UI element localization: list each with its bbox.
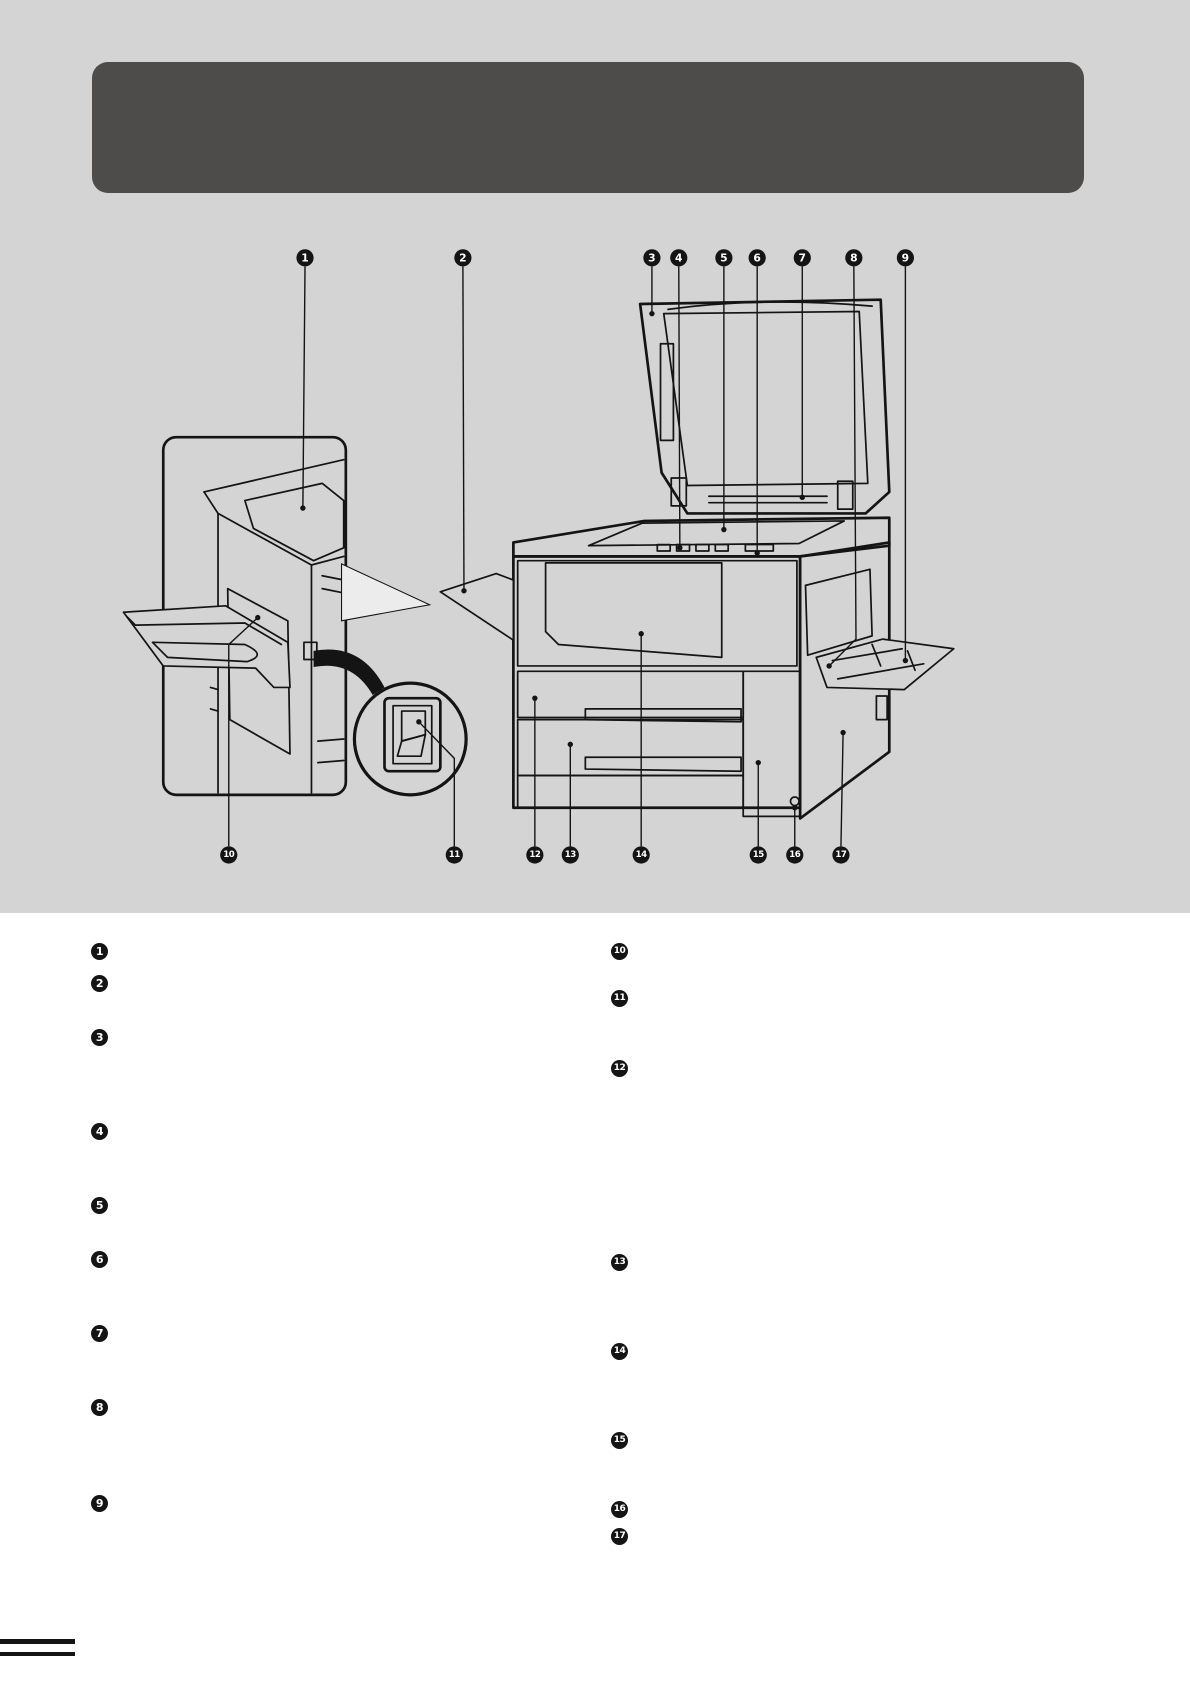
legend-item-2: 2 — [91, 975, 108, 992]
legend-item-13: 13 — [611, 1254, 628, 1271]
legend-item-16: 16 — [611, 1501, 628, 1518]
legend-number: 3 — [91, 1029, 108, 1046]
callout-13: 13 — [561, 846, 579, 864]
exit-tray — [439, 572, 515, 642]
callout-11: 11 — [445, 846, 463, 864]
callout-number: 14 — [636, 850, 648, 860]
callout-number: 10 — [223, 850, 235, 860]
side-cover — [798, 541, 891, 820]
legend-item-10: 10 — [611, 943, 628, 960]
legend-item-7: 7 — [91, 1325, 108, 1342]
callout-number: 9 — [902, 251, 909, 264]
callout-number: 2 — [459, 251, 466, 264]
document-glass-side — [244, 482, 345, 562]
figure-area: 1 2 3 4 5 6 7 8 9 10 11 12 13 14 15 16 1… — [0, 0, 1190, 913]
page-rule-top — [0, 1639, 75, 1644]
legend-item-12: 12 — [611, 1060, 628, 1077]
callout-3: 3 — [643, 249, 661, 267]
callout-number: 1 — [301, 251, 308, 264]
callout-number: 13 — [565, 850, 577, 860]
callout-9: 9 — [896, 249, 914, 267]
legend-number: 8 — [91, 1399, 108, 1416]
callout-number: 4 — [675, 251, 682, 264]
legend-item-1: 1 — [91, 943, 108, 960]
callout-number: 6 — [753, 251, 760, 264]
legend-number: 13 — [611, 1254, 628, 1271]
legend-number: 2 — [91, 975, 108, 992]
legend-item-6: 6 — [91, 1251, 108, 1268]
legend-item-11: 11 — [611, 990, 628, 1007]
callout-2: 2 — [454, 249, 472, 267]
callout-number: 12 — [529, 850, 541, 860]
legend-item-9: 9 — [91, 1495, 108, 1512]
legend-item-17: 17 — [611, 1528, 628, 1545]
document-cover — [638, 298, 891, 515]
legend-number: 12 — [611, 1060, 628, 1077]
projection-beam — [340, 563, 432, 622]
callout-number: 11 — [449, 850, 461, 860]
legend-number: 14 — [611, 1343, 628, 1360]
legend-number: 17 — [611, 1528, 628, 1545]
header-banner — [92, 62, 1084, 193]
page-rule-bottom — [0, 1652, 75, 1656]
legend-item-15: 15 — [611, 1432, 628, 1449]
paper-tray-1 — [516, 670, 745, 723]
legend-item-8: 8 — [91, 1399, 108, 1416]
document-glass — [587, 520, 846, 547]
legend-number: 11 — [611, 990, 628, 1007]
callout-10: 10 — [220, 846, 238, 864]
zoom-arrow — [313, 649, 385, 695]
power-switch-zoom — [352, 681, 468, 797]
callout-17: 17 — [832, 846, 850, 864]
callout-number: 16 — [789, 850, 801, 860]
legend-item-3: 3 — [91, 1029, 108, 1046]
callout-number: 7 — [799, 251, 806, 264]
callout-6: 6 — [748, 249, 766, 267]
paper-tray-2 — [516, 718, 745, 777]
handle-foot — [789, 796, 800, 807]
callout-number: 15 — [753, 850, 765, 860]
callout-number: 17 — [835, 850, 847, 860]
callout-16: 16 — [786, 846, 804, 864]
legend-number: 6 — [91, 1251, 108, 1268]
legend-number: 16 — [611, 1501, 628, 1518]
legend-item-14: 14 — [611, 1343, 628, 1360]
callout-1: 1 — [296, 249, 314, 267]
callout-8: 8 — [845, 249, 863, 267]
legend-number: 15 — [611, 1432, 628, 1449]
callout-5: 5 — [715, 249, 733, 267]
callout-number: 5 — [720, 251, 727, 264]
legend-number: 9 — [91, 1495, 108, 1512]
lower-front-cover — [742, 670, 801, 818]
legend-number: 10 — [611, 943, 628, 960]
callout-number: 3 — [648, 251, 655, 264]
side-view-inset — [122, 435, 348, 797]
callout-14: 14 — [632, 846, 650, 864]
bypass-tray — [815, 638, 955, 691]
legend-item-5: 5 — [91, 1197, 108, 1214]
legend-number: 5 — [91, 1197, 108, 1214]
callout-number: 8 — [850, 251, 857, 264]
callout-15: 15 — [749, 846, 767, 864]
leader-lines — [228, 266, 909, 847]
legend-number: 1 — [91, 943, 108, 960]
legend-item-4: 4 — [91, 1123, 108, 1140]
callout-12: 12 — [526, 846, 544, 864]
callout-4: 4 — [670, 249, 688, 267]
legend-number: 4 — [91, 1123, 108, 1140]
callout-7: 7 — [793, 249, 811, 267]
front-cover — [516, 559, 798, 667]
copier-main-unit — [439, 298, 955, 820]
copier-illustration: 1 2 3 4 5 6 7 8 9 10 11 12 13 14 15 16 1… — [122, 249, 955, 864]
legend-number: 7 — [91, 1325, 108, 1342]
